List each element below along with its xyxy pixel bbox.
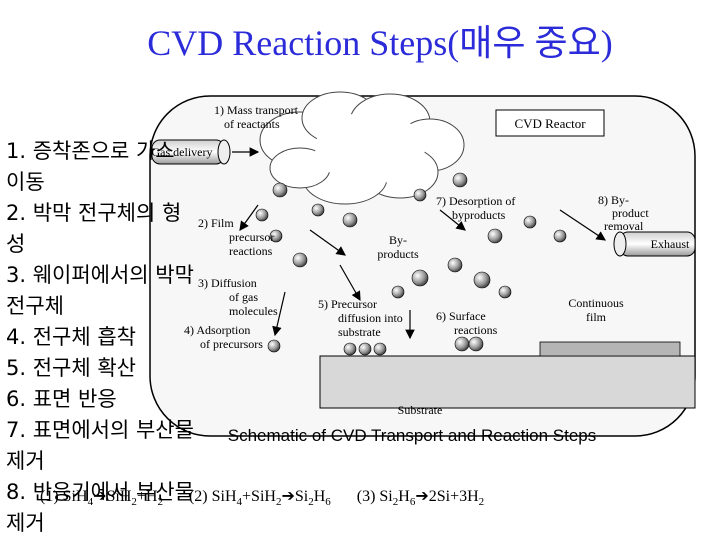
- reactor-label: CVD Reactor: [514, 116, 586, 131]
- reactor-label-box: [495, 109, 605, 137]
- gas-molecules: [255, 172, 567, 299]
- step2-line1: 2) Film: [198, 216, 234, 230]
- gas-delivery-label: Gas delivery: [152, 145, 213, 159]
- arrow-icon: ➔: [415, 488, 429, 505]
- arrow-icon: ➔: [281, 488, 295, 505]
- step4-line1: 4) Adsorption: [184, 323, 250, 337]
- flow-arrows: [232, 147, 606, 340]
- step-item-8: 8. 반응기에서 부산물 제거: [6, 480, 194, 535]
- byproducts-line1: By-: [389, 233, 407, 247]
- step1-line1: 1) Mass transport: [214, 103, 299, 117]
- step6-line1: 6) Surface: [436, 309, 486, 323]
- step-item-6: 6. 표면 반응: [6, 387, 117, 411]
- step3-line1: 3) Diffusion: [198, 276, 257, 290]
- diagram-caption: Schematic of CVD Transport and Reaction …: [228, 426, 597, 445]
- step2-line2: precursor: [229, 230, 274, 244]
- equation-3: (3) Si2H6➔2Si+3H2: [356, 488, 485, 509]
- step5-line2: diffusion into: [338, 311, 403, 325]
- step-list: 1. 증착존으로 가스 이동 2. 박막 전구체의 형성 3. 웨이퍼에서의 박…: [6, 136, 196, 539]
- step3-line2: of gas: [229, 290, 258, 304]
- step7-line1: 7) Desorption of: [436, 194, 515, 208]
- page-title: CVD Reaction Steps(매우 중요): [147, 23, 613, 63]
- equation-2: (2) SiH4+SiH2➔Si2H6: [188, 488, 331, 509]
- surface-particles: [267, 336, 484, 356]
- step4-line2: of precursors: [200, 337, 263, 351]
- continuous-film-layer: [539, 341, 681, 357]
- step7-line2: byproducts: [452, 208, 506, 222]
- step6-line2: reactions: [454, 323, 498, 337]
- reaction-equations: (1) SiH4➔SiH2+H2 (2) SiH4+SiH2➔Si2H6 (3)…: [40, 486, 506, 508]
- step2-line3: reactions: [229, 244, 273, 258]
- step-item-7: 7. 표면에서의 부산물 제거: [6, 418, 194, 473]
- gas-cloud: [259, 91, 465, 205]
- step8-line3: removal: [604, 219, 644, 233]
- substrate-block: [319, 355, 696, 409]
- step-item-4: 4. 전구체 흡착: [6, 325, 136, 349]
- continuous-film-line1: Continuous: [568, 296, 624, 310]
- substrate-label: Substrate: [398, 403, 443, 417]
- equation-1: (1) SiH4➔SiH2+H2: [40, 488, 163, 509]
- step5-line1: 5) Precursor: [318, 297, 377, 311]
- byproducts-line2: products: [377, 247, 419, 261]
- exhaust-label: Exhaust: [651, 237, 690, 251]
- step8-line1: 8) By-: [598, 193, 629, 207]
- step1-line2: of reactants: [224, 117, 280, 131]
- step8-line2: product: [612, 206, 649, 220]
- step3-line3: molecules: [229, 304, 278, 318]
- step5-line3: substrate: [338, 325, 381, 339]
- continuous-film-line2: film: [586, 310, 607, 324]
- step-item-1: 1. 증착존으로 가스 이동: [6, 139, 175, 194]
- arrow-icon: ➔: [93, 488, 107, 505]
- step-item-3: 3. 웨이퍼에서의 박막 전구체: [6, 263, 194, 318]
- step-item-5: 5. 전구체 확산: [6, 356, 136, 380]
- step-item-2: 2. 박막 전구체의 형성: [6, 201, 182, 256]
